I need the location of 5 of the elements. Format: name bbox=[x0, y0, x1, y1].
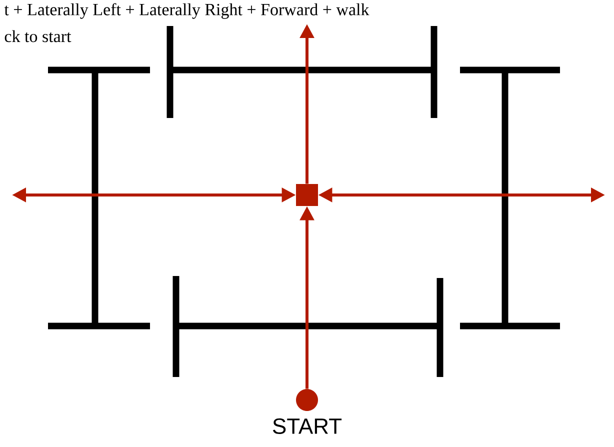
start-dot bbox=[296, 388, 318, 411]
caption-text: t + Laterally Left + Laterally Right + Forward + walk bbox=[4, 3, 370, 19]
start-label: START bbox=[272, 418, 342, 434]
caption-text: ck to start bbox=[4, 30, 72, 42]
center-square bbox=[296, 184, 318, 206]
